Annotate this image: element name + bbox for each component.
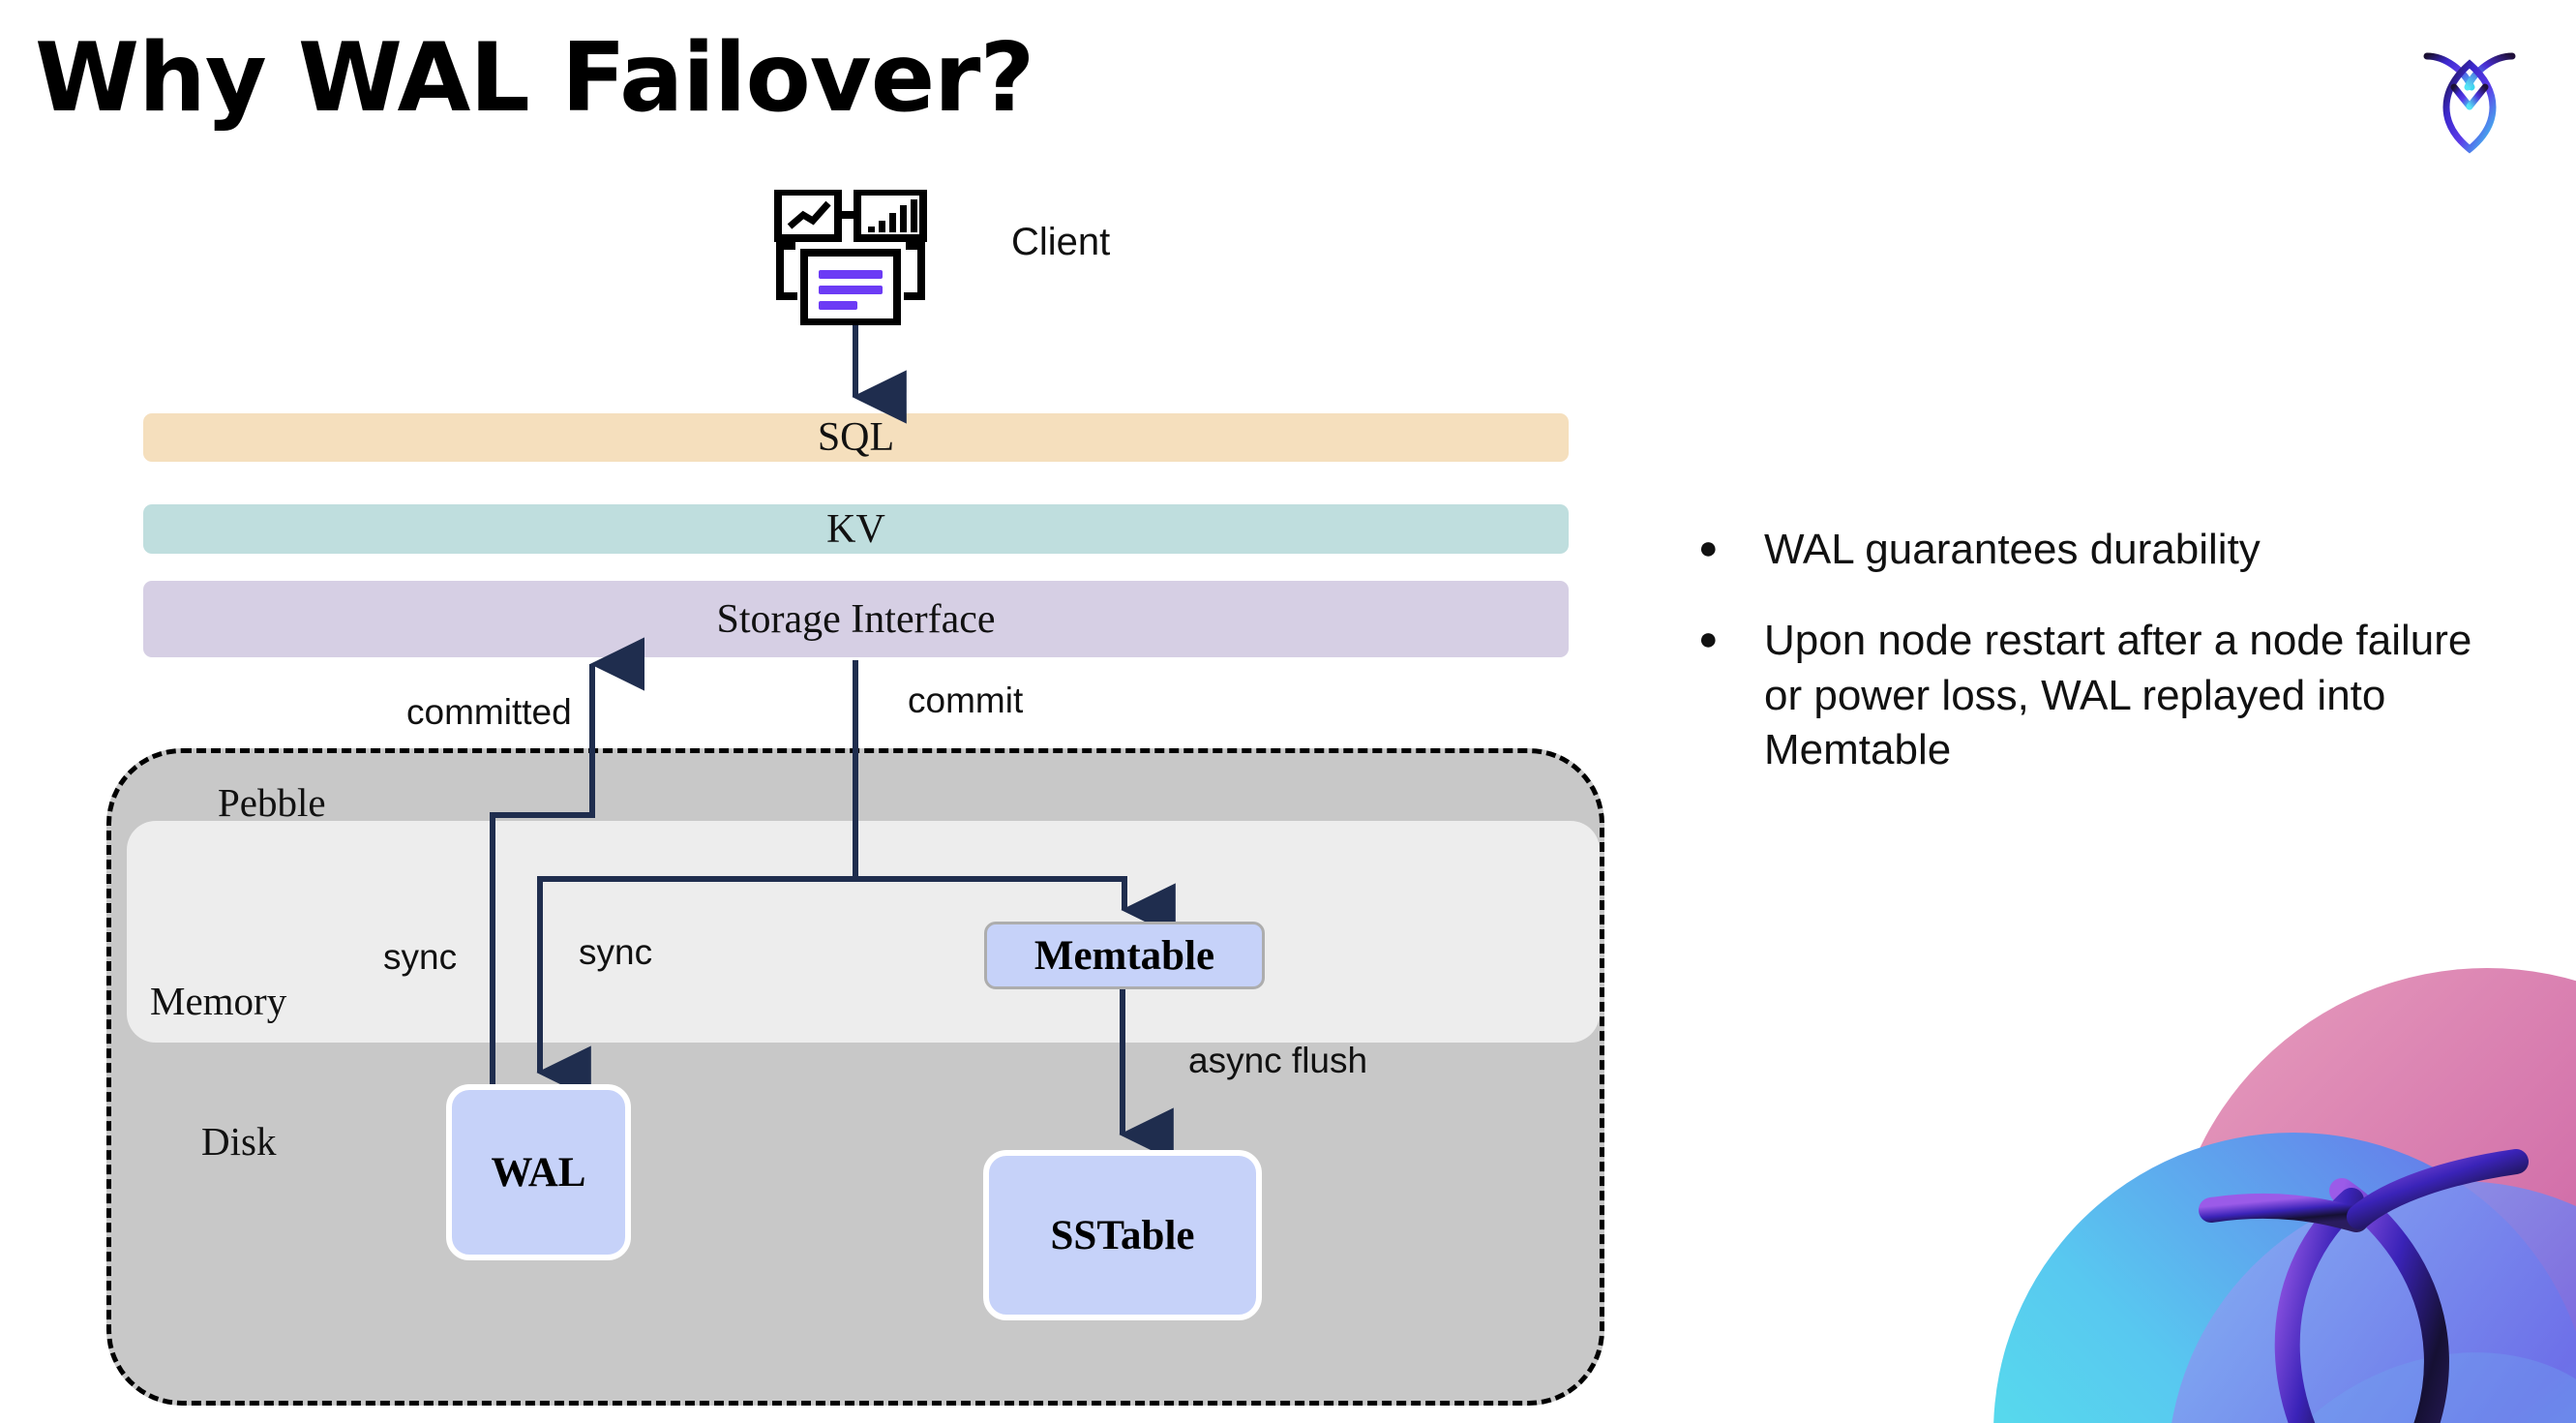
node-sstable: SSTable xyxy=(983,1150,1262,1320)
bullet-list: ● WAL guarantees durability ● Upon node … xyxy=(1698,523,2521,814)
bullet-marker-icon: ● xyxy=(1698,621,1719,658)
client-dashboard-icon xyxy=(774,188,929,326)
client-label: Client xyxy=(1011,221,1111,263)
cockroach-labs-watermark-icon xyxy=(1974,929,2576,1423)
list-item: ● WAL guarantees durability xyxy=(1698,523,2521,577)
node-sstable-label: SSTable xyxy=(1050,1212,1195,1258)
node-wal: WAL xyxy=(446,1084,631,1260)
node-memtable-label: Memtable xyxy=(1033,932,1215,979)
bullet-marker-icon: ● xyxy=(1698,530,1719,566)
bullet-text: Upon node restart after a node failure o… xyxy=(1764,617,2472,773)
layer-bar-kv: KV xyxy=(143,504,1569,554)
bullet-text: WAL guarantees durability xyxy=(1764,526,2261,573)
page-title: Why WAL Failover? xyxy=(35,23,1034,134)
edge-label-sync-right: sync xyxy=(579,932,653,972)
layer-bar-storage-interface: Storage Interface xyxy=(143,581,1569,657)
pebble-label: Pebble xyxy=(218,780,326,825)
node-memtable: Memtable xyxy=(984,922,1265,989)
disk-label: Disk xyxy=(201,1119,277,1164)
cockroach-labs-logo-icon xyxy=(2411,35,2528,161)
layer-bar-sql: SQL xyxy=(143,413,1569,462)
edge-label-commit: commit xyxy=(908,681,1024,720)
memory-label: Memory xyxy=(150,979,287,1023)
edge-label-committed: committed xyxy=(406,692,572,732)
layer-bar-kv-label: KV xyxy=(826,506,885,552)
node-wal-label: WAL xyxy=(491,1149,586,1196)
layer-bar-storage-interface-label: Storage Interface xyxy=(716,596,996,642)
memory-region xyxy=(127,821,1600,1043)
layer-bar-sql-label: SQL xyxy=(817,415,895,460)
edge-label-async-flush: async flush xyxy=(1188,1041,1368,1080)
edge-label-sync-left: sync xyxy=(383,937,458,977)
pebble-container xyxy=(106,748,1604,1406)
list-item: ● Upon node restart after a node failure… xyxy=(1698,614,2521,777)
